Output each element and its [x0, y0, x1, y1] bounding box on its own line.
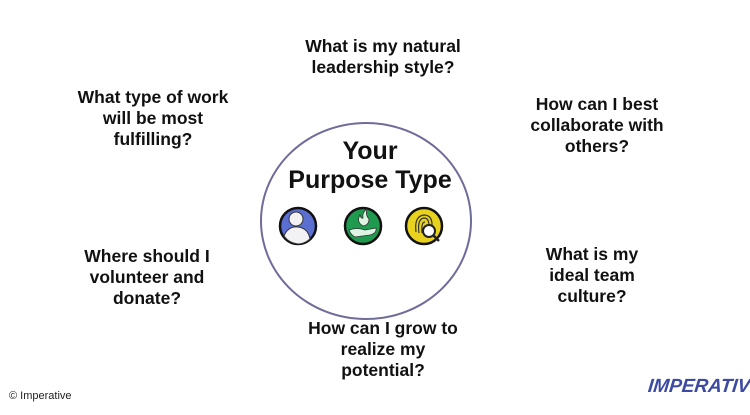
- center-title: Your Purpose Type: [288, 137, 452, 194]
- imperative-logo: IMPERATIVE.: [646, 376, 750, 397]
- copyright-text: © Imperative: [9, 390, 72, 402]
- question-culture: What is my ideal team culture?: [545, 244, 639, 306]
- question-collaborate: How can I best collaborate with others?: [530, 94, 664, 156]
- fingerprint-magnifier-icon: [404, 206, 444, 246]
- question-leadership: What is my natural leadership style?: [305, 36, 461, 77]
- question-volunteer: Where should I volunteer and donate?: [84, 246, 210, 308]
- purpose-circle: [260, 122, 472, 320]
- question-work: What type of work will be most fulfillin…: [77, 87, 229, 149]
- question-grow: How can I grow to realize my potential?: [308, 318, 458, 380]
- flame-hand-icon: [343, 206, 383, 246]
- person-icon: [278, 206, 318, 246]
